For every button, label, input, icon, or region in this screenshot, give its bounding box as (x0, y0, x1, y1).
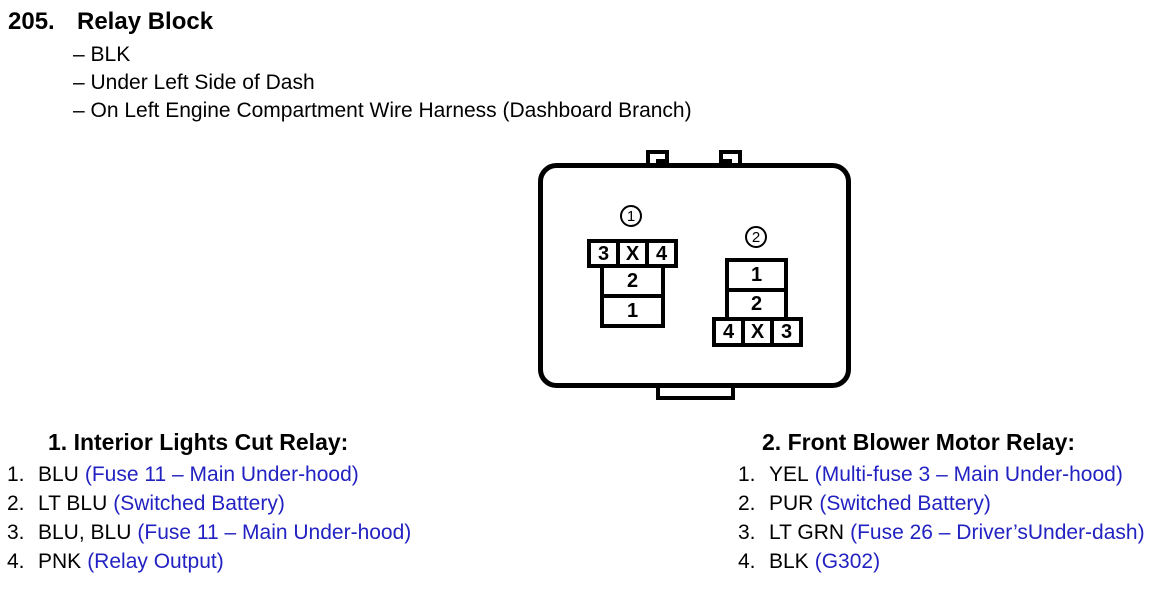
legend-item: 3. LT GRN(Fuse 26 – Driver’sUnder-dash) (738, 518, 1145, 547)
pin-number: 3. (7, 521, 25, 544)
pin-number: 2. (7, 492, 25, 515)
note-line: – BLK (73, 43, 131, 66)
pin-number: 2. (738, 492, 756, 515)
bottom-mount-tab (656, 383, 735, 400)
wire-color: BLK (769, 550, 809, 573)
circuit-reference: (Multi-fuse 3 – Main Under-hood) (814, 463, 1123, 486)
connector-1-callout: 1 (620, 205, 642, 227)
legend-item: 3. BLU, BLU(Fuse 11 – Main Under-hood) (7, 518, 411, 547)
note-line: – On Left Engine Compartment Wire Harnes… (73, 99, 692, 122)
wire-color: PNK (38, 550, 82, 573)
pin-number: 4. (7, 550, 25, 573)
pin-cell: 3 (597, 242, 610, 265)
legend-item: 1. YEL(Multi-fuse 3 – Main Under-hood) (738, 460, 1145, 489)
pin-cell: 1 (604, 294, 661, 324)
location-notes: – BLK – Under Left Side of Dash – On Lef… (73, 41, 692, 125)
connector-1-body: 2 1 (600, 264, 665, 328)
connector-1-pin-row: 3 X 4 (587, 239, 678, 268)
legend-item: 2. LT BLU(Switched Battery) (7, 489, 411, 518)
pin-cell: 2 (729, 287, 784, 318)
relay-block-body (538, 163, 851, 388)
wire-color: LT GRN (769, 521, 845, 544)
circuit-reference: (Switched Battery) (113, 492, 285, 515)
page-title: 205. Relay Block (8, 8, 214, 35)
pin-number: 1. (7, 463, 25, 486)
connector-2-body: 1 2 (725, 258, 788, 321)
pin-cell: X (616, 243, 645, 264)
circuit-reference: (Fuse 11 – Main Under-hood) (137, 521, 412, 544)
section-title: Relay Block (77, 8, 214, 35)
wire-color: LT BLU (38, 492, 108, 515)
pin-cell: 4 (645, 243, 674, 264)
legend-item: 1. BLU(Fuse 11 – Main Under-hood) (7, 460, 411, 489)
legend-1-heading: 1. Interior Lights Cut Relay: (48, 429, 349, 455)
circuit-reference: (Relay Output) (87, 550, 224, 573)
connector-2-pin-row: 4 X 3 (712, 317, 803, 347)
wire-color: PUR (769, 492, 814, 515)
circuit-reference: (Switched Battery) (819, 492, 991, 515)
relay-block-outline (538, 150, 851, 400)
legend-item: 4. PNK(Relay Output) (7, 547, 411, 576)
circuit-reference: (G302) (814, 550, 881, 573)
legend-item: 2. PUR(Switched Battery) (738, 489, 1145, 518)
top-right-mount-tab (719, 150, 742, 164)
circuit-reference: (Fuse 11 – Main Under-hood) (84, 463, 359, 486)
pin-number: 3. (738, 521, 756, 544)
connector-2-callout: 2 (745, 226, 767, 248)
pin-number: 4. (738, 550, 756, 573)
pin-cell: X (741, 321, 770, 343)
top-left-mount-tab (646, 150, 669, 164)
wire-color: BLU, BLU (38, 521, 132, 544)
legend-2-heading: 2. Front Blower Motor Relay: (762, 429, 1076, 455)
legend-1-items: 1.BLU(Fuse 11 – Main Under-hood) 2.LT BL… (7, 460, 411, 576)
legend-2-items: 1. YEL(Multi-fuse 3 – Main Under-hood) 2.… (738, 460, 1145, 576)
legend-item: 4. BLK(G302) (738, 547, 1145, 576)
wire-color: BLU (38, 463, 79, 486)
pin-cell: 1 (750, 263, 763, 286)
wire-color: YEL (769, 463, 809, 486)
circuit-reference: (Fuse 26 – Driver’sUnder-dash) (850, 521, 1145, 544)
note-line: – Under Left Side of Dash (73, 71, 315, 94)
pin-cell: 2 (626, 270, 639, 292)
pin-number: 1. (738, 463, 756, 486)
pin-cell: 4 (722, 321, 735, 343)
section-number: 205. (8, 8, 55, 35)
pin-cell: 3 (770, 321, 799, 343)
